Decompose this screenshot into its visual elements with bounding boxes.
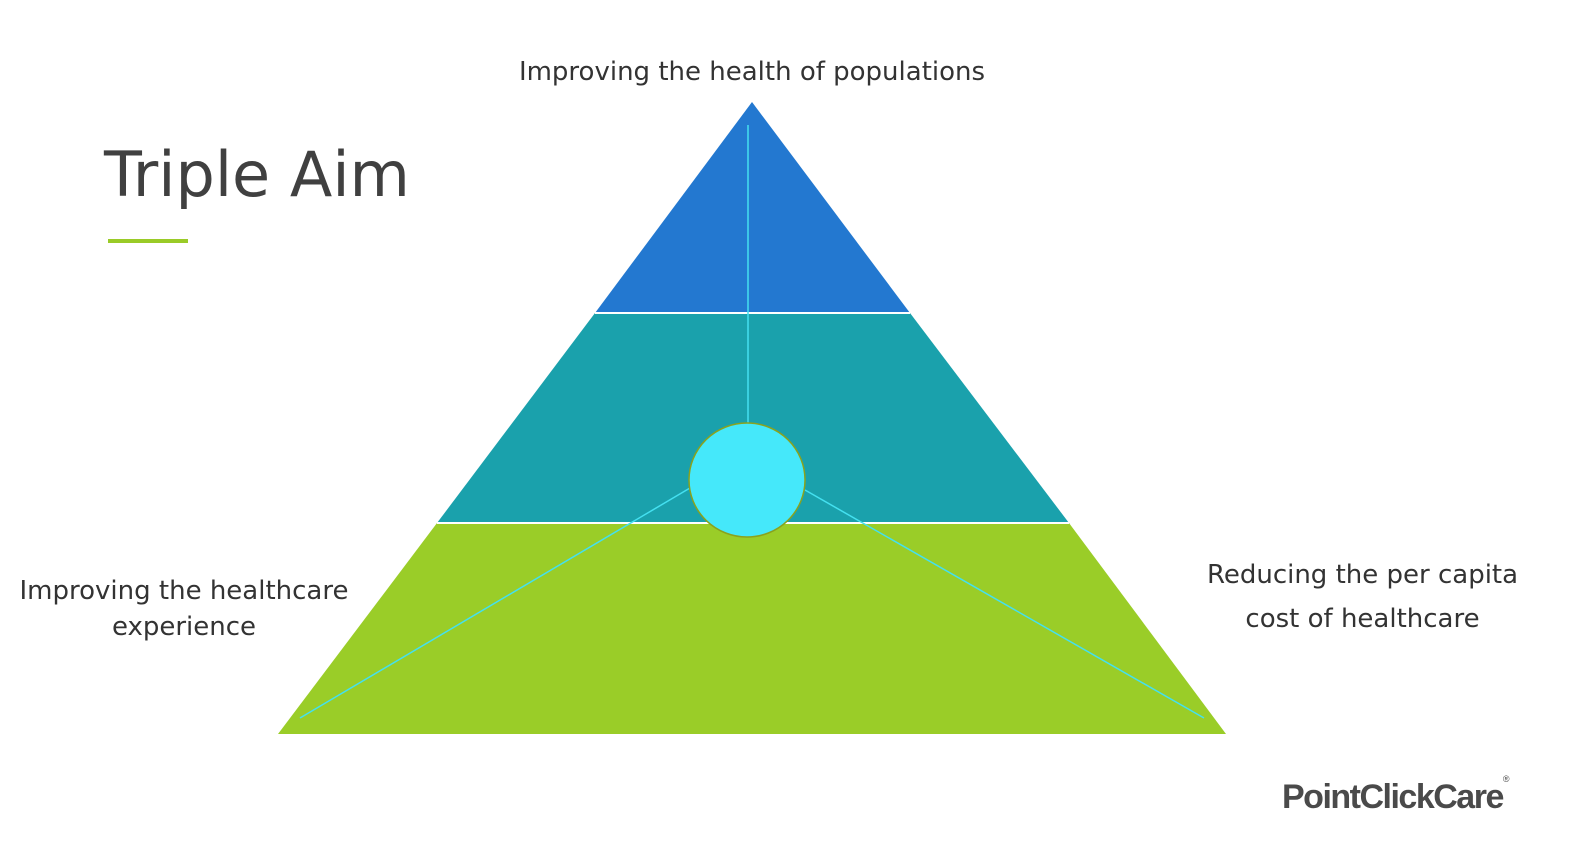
connector-to-right [804,489,1205,719]
left-aim-label-line1: Improving the healthcare [19,576,349,606]
left-aim-label: Improving the healthcare experience [4,573,364,645]
pyramid-top-tier [595,102,910,313]
left-aim-label-line2: experience [111,612,257,642]
connector-to-left [299,487,691,719]
right-aim-label-line2: cost of healthcare [1245,604,1480,634]
right-aim-label: Reducing the per capita cost of healthca… [1190,553,1535,641]
right-aim-label-line1: Reducing the per capita [1206,560,1519,590]
pointclickcare-logo: PointClickCare® [1282,774,1510,817]
pyramid-middle-tier [437,313,1069,523]
logo-text: PointClickCare [1282,778,1504,816]
center-circle [688,422,806,538]
top-aim-label: Improving the health of populations [518,57,986,87]
slide-title: Triple Aim [104,138,410,211]
pyramid-bottom-tier [278,523,1226,734]
registered-mark: ® [1502,773,1510,784]
title-underline [108,239,188,243]
